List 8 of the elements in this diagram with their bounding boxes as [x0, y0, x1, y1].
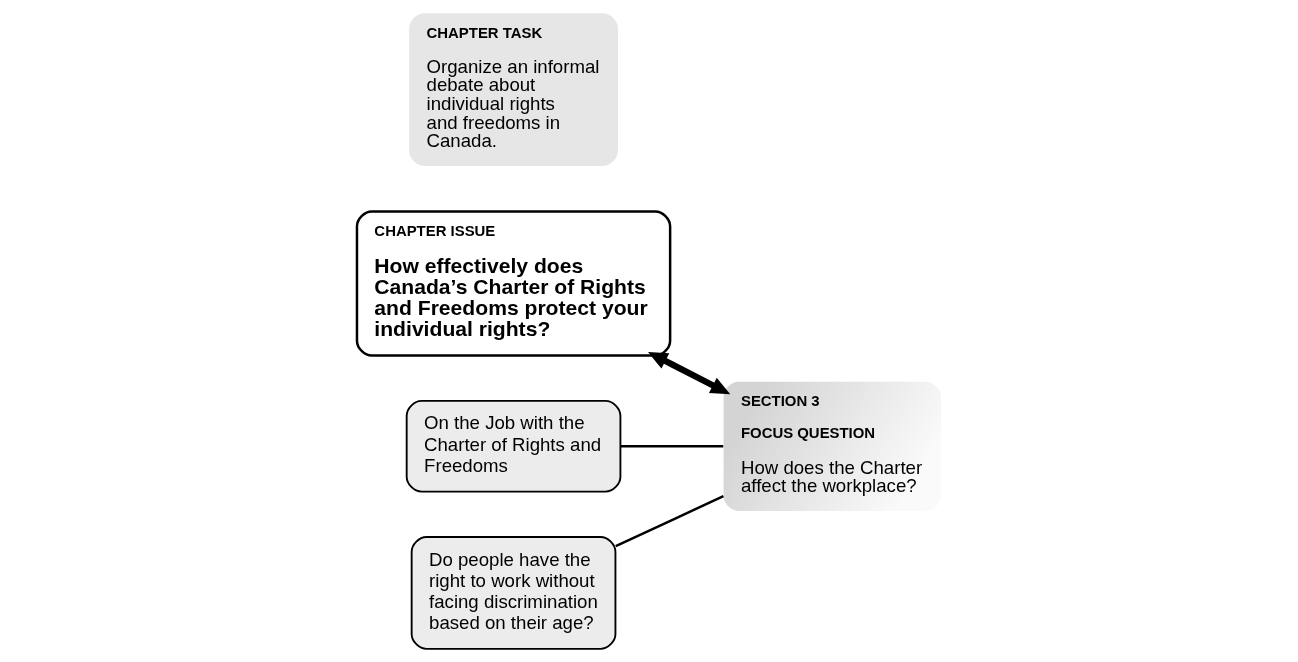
node-box: CHAPTER ISSUE How effectively does Canada’s Charter of Rights and Freedoms protect your individual rights?: [355, 210, 672, 357]
node-box: Do people have the right to work without facing discrimination based on their age?: [410, 536, 617, 650]
node-box: On the Job with the Charter of Rights and Freedoms: [405, 399, 622, 493]
arrow: [648, 352, 731, 395]
node-box: CHAPTER TASK Organize an informal debate about individual rights and freedoms in Canada.: [409, 13, 618, 167]
connector: [620, 445, 724, 448]
connector: [615, 495, 724, 548]
node-box: SECTION 3 FOCUS QUESTION How does the Charter affect the workplace?: [723, 381, 942, 511]
